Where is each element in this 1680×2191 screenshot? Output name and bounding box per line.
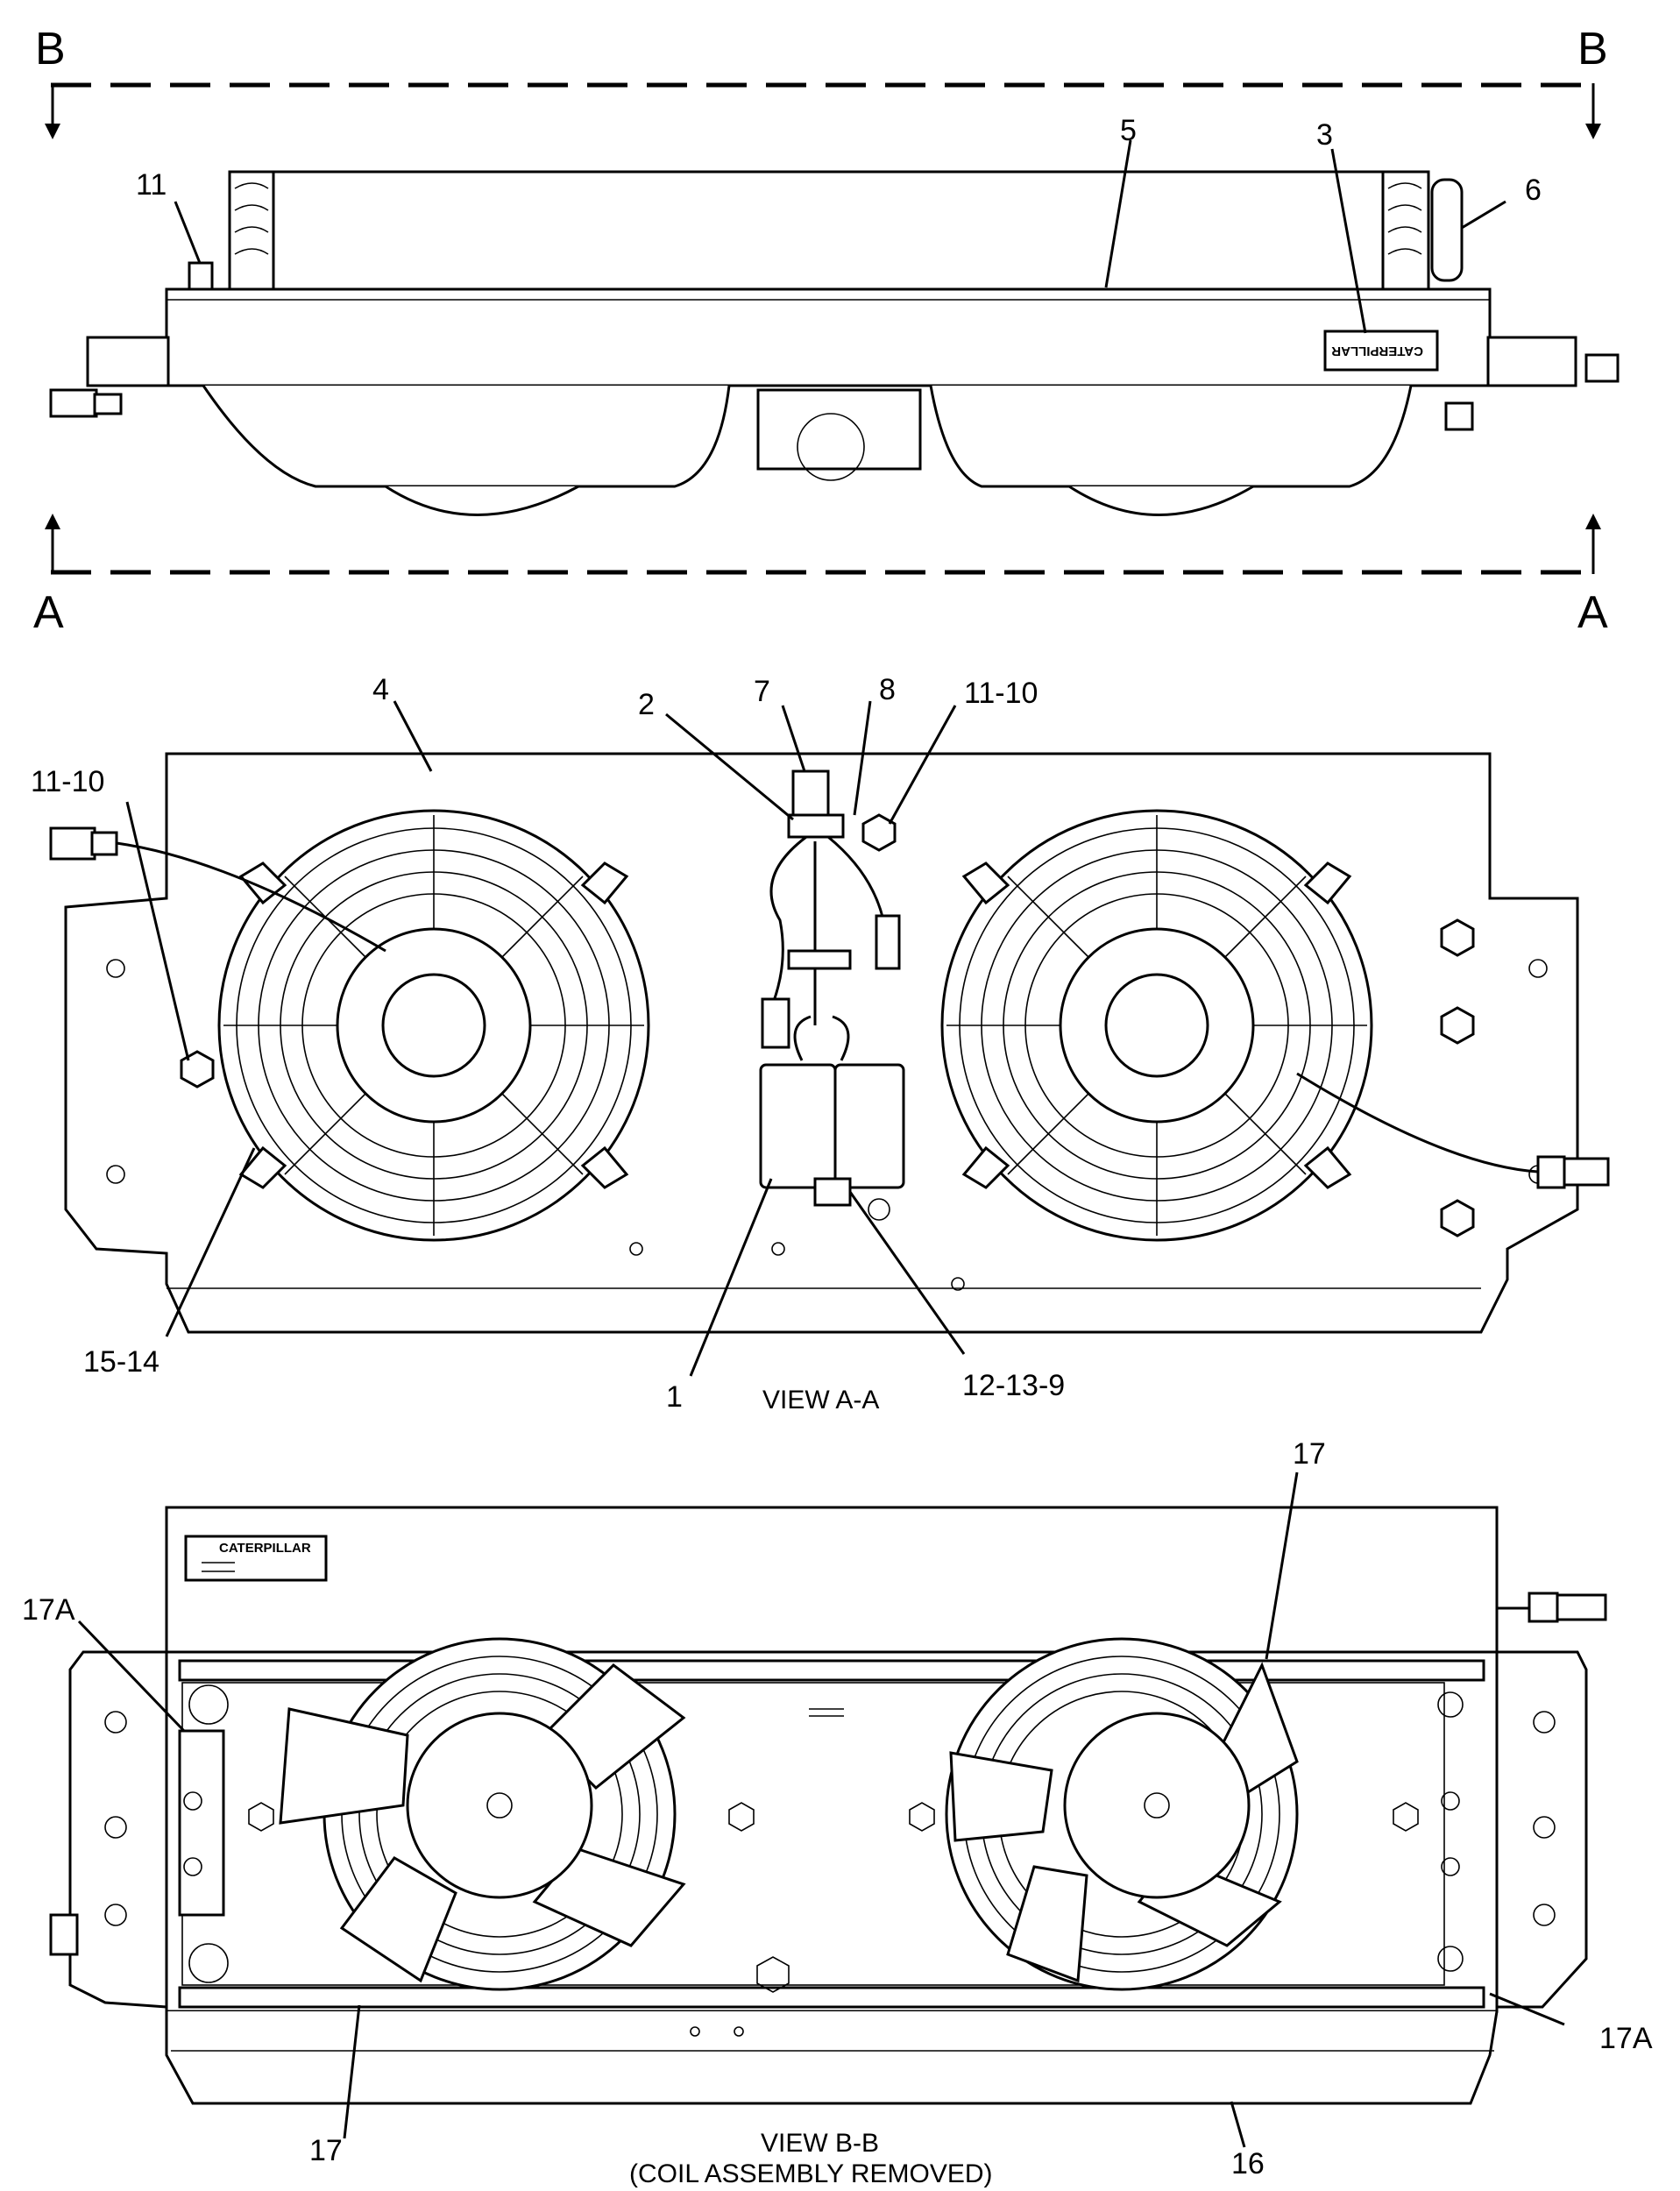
- callout-17a-right: 17A: [1599, 2022, 1653, 2055]
- fan-shroud-left: [202, 385, 731, 488]
- relay-1: [759, 1063, 837, 1189]
- nameplate: [1323, 330, 1439, 372]
- connector-right: [1536, 1155, 1566, 1189]
- connector-bb: [1528, 1592, 1559, 1623]
- fan-bb-left: [279, 1637, 686, 1991]
- section-label-a-right: A: [1577, 587, 1608, 638]
- fan-right: [940, 809, 1373, 1242]
- section-label-b-left: B: [35, 24, 66, 74]
- nut-11-10-center: [861, 813, 897, 852]
- right-bracket: [1486, 336, 1577, 387]
- callout-6: 6: [1525, 174, 1542, 207]
- right-bolt: [1444, 401, 1474, 431]
- callout-17a-left: 17A: [22, 1593, 75, 1627]
- view-a-a-leaders: [125, 700, 966, 1377]
- callout-1: 1: [666, 1380, 683, 1414]
- fan-shroud-right: [929, 385, 1413, 488]
- section-line-a: [45, 514, 1601, 575]
- section-label-b-right: B: [1577, 24, 1608, 74]
- callout-17-bottom: 17: [309, 2134, 343, 2167]
- gasket-17a-left: [178, 1729, 225, 1917]
- view-b-b-title: VIEW B-B: [761, 2129, 879, 2158]
- left-connector: [49, 388, 98, 418]
- tie-strap-8: [787, 813, 845, 839]
- fan-bb-right: [945, 1637, 1299, 1991]
- gasket-17-top: [178, 1659, 1485, 1682]
- callout-5: 5: [1120, 114, 1137, 147]
- nameplate-brand: CATERPILLAR: [1331, 344, 1423, 358]
- callout-7: 7: [754, 675, 770, 708]
- callout-12-13-9: 12-13-9: [962, 1369, 1065, 1402]
- callout-15-14: 15-14: [83, 1345, 159, 1379]
- callout-3: 3: [1316, 118, 1333, 152]
- refrigerant-pipe: [1430, 178, 1464, 282]
- connector-7: [791, 769, 830, 817]
- callout-2: 2: [638, 688, 655, 721]
- callout-8: 8: [879, 673, 896, 706]
- right-tube-bends: [1381, 170, 1464, 292]
- section-line-b: [45, 82, 1601, 139]
- relay-2: [833, 1063, 905, 1189]
- callout-11-10-right: 11-10: [964, 677, 1038, 710]
- nut-11-10-left: [180, 1050, 215, 1088]
- callout-17-top: 17: [1293, 1437, 1326, 1471]
- view-b-b-subtitle: (COIL ASSEMBLY REMOVED): [629, 2159, 993, 2188]
- upper-housing: [165, 1506, 1499, 1654]
- view-b-b-leaders: [77, 1471, 1565, 2148]
- gasket-17-bottom: [178, 1986, 1485, 2009]
- left-mount-plate: [68, 1650, 167, 2009]
- connector-left: [49, 826, 96, 861]
- callout-11-10-left: 11-10: [31, 765, 104, 798]
- callout-11: 11: [136, 168, 167, 202]
- right-connector: [1584, 353, 1620, 383]
- center-harness: [756, 388, 922, 471]
- top-view: CATERPILLAR: [49, 139, 1620, 516]
- nameplate-bb: [184, 1535, 328, 1582]
- fan-left: [217, 809, 650, 1242]
- right-mount-plate: [1497, 1650, 1588, 2009]
- coil-housing: [270, 170, 1386, 292]
- callout-4: 4: [372, 673, 389, 706]
- callout-16: 16: [1231, 2147, 1265, 2180]
- fan-hub-right: [1068, 485, 1254, 516]
- drain-pan-16: [165, 2010, 1499, 2105]
- fan-hub-left: [385, 485, 579, 516]
- evaporator-frame: [165, 287, 1492, 387]
- left-tube-bends: [228, 170, 275, 292]
- nameplate-bb-brand: CATERPILLAR: [219, 1541, 311, 1556]
- section-label-a-left: A: [33, 587, 64, 638]
- view-a-a-title: VIEW A-A: [762, 1386, 879, 1415]
- mounting-bolt: [188, 261, 214, 291]
- left-bracket: [86, 336, 170, 387]
